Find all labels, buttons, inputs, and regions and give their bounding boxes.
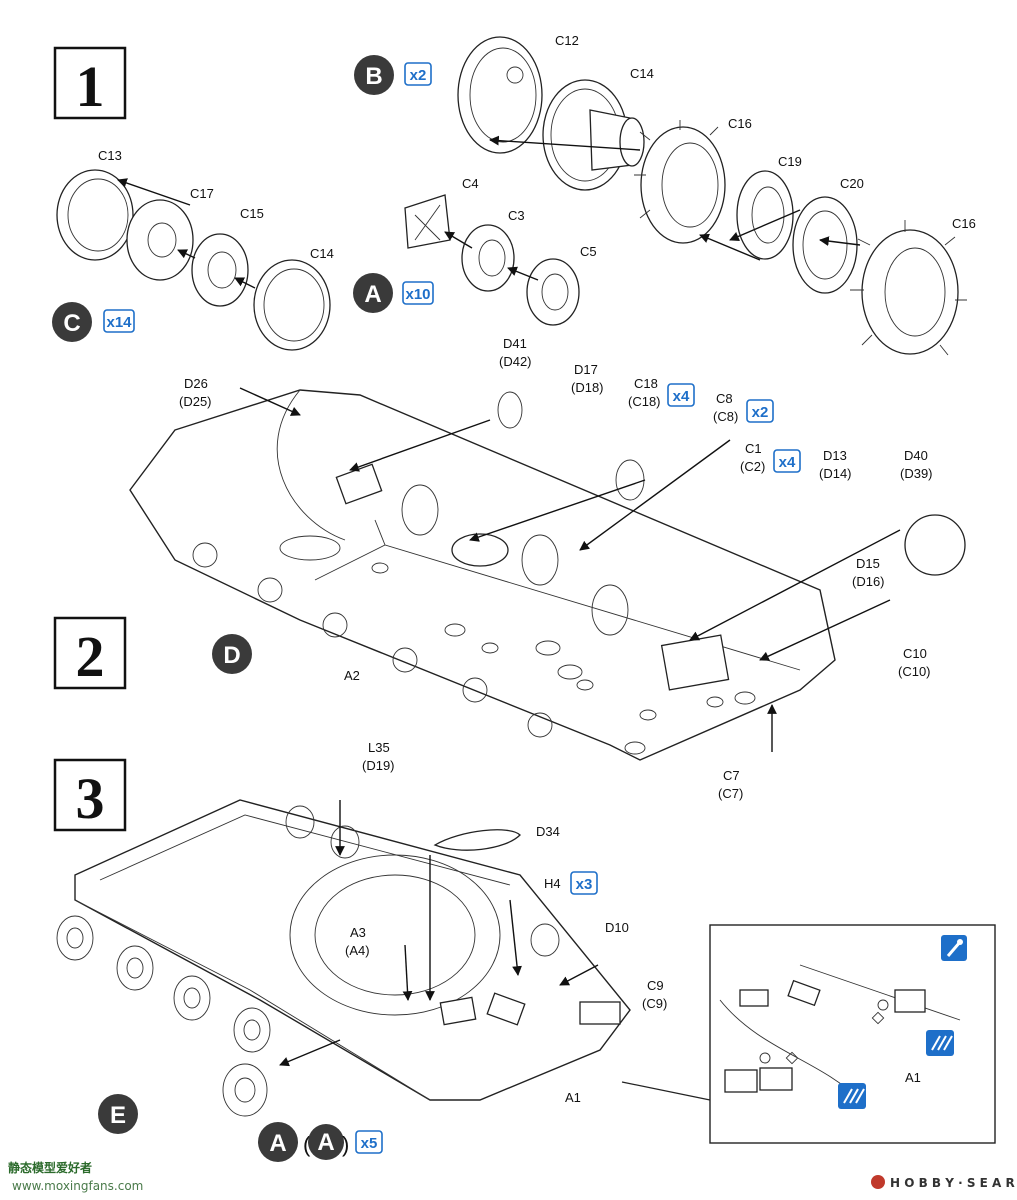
watermark-right: H O B B Y · S E A R C H [871,1175,1017,1190]
label-d17: D17 [574,362,598,377]
h4-multiplier: x3 [570,871,598,895]
svg-text:x3: x3 [576,876,593,893]
label-c7-paren: (C7) [718,786,743,801]
lower-hull-drawing [129,387,966,761]
svg-text:x14: x14 [106,314,132,331]
svg-text:x2: x2 [752,404,769,421]
label-c2: (C2) [740,459,765,474]
label-d26: D26 [184,376,208,391]
label-c18: C18 [634,376,658,391]
label-c4: C4 [462,176,479,191]
label-d19: (D19) [362,758,395,773]
label-c14-lower: C14 [310,246,334,261]
label-c12: C12 [555,33,579,48]
c18-multiplier: x4 [667,383,695,407]
label-d25: (D25) [179,394,212,409]
svg-text:B: B [365,63,382,90]
svg-text:A: A [317,1129,334,1156]
return-roller-c-drawing [56,169,331,351]
label-inset-a1: A1 [905,1070,921,1085]
label-c13: C13 [98,148,122,163]
svg-text:C: C [63,310,80,337]
road-wheel-a-drawing [404,194,580,326]
label-c16-upper: C16 [728,116,752,131]
svg-text:A: A [269,1130,286,1157]
label-l35: L35 [368,740,390,755]
step-1-box: 1 [53,46,127,120]
label-c10-paren: (C10) [898,664,931,679]
upper-hull-drawing [56,799,631,1117]
sub-assembly-d-badge: D [212,634,252,674]
step-1-number: 1 [76,54,105,119]
apply-glue-icon [941,935,967,961]
road-wheel-a-callout: A ( A ) x5 [258,1122,383,1162]
label-d39: (D39) [900,466,933,481]
label-a1: A1 [565,1090,581,1105]
svg-text:x2: x2 [410,67,427,84]
detail-inset: A1 [621,924,996,1144]
label-a2: A2 [344,668,360,683]
label-d34: D34 [536,824,560,839]
label-d16: (D16) [852,574,885,589]
label-c8-paren: (C8) [713,409,738,424]
label-c16-lower: C16 [952,216,976,231]
sub-assembly-e-badge: E [98,1094,138,1134]
label-c14-upper: C14 [630,66,654,81]
svg-text:): ) [342,1132,349,1157]
label-d41: D41 [503,336,527,351]
label-c15: C15 [240,206,264,221]
label-c18-paren: (C18) [628,394,661,409]
svg-text:(: ( [303,1132,311,1157]
label-c5: C5 [580,244,597,259]
label-d13: D13 [823,448,847,463]
svg-text:A: A [364,281,381,308]
svg-text:D: D [223,642,240,669]
svg-text:x4: x4 [673,388,690,405]
sub-assembly-c-badge: C x14 [52,302,135,342]
label-d14: (D14) [819,466,852,481]
label-c19: C19 [778,154,802,169]
sub-assembly-b-badge: B x2 [354,55,432,95]
paint-brush-icon [926,1030,954,1056]
label-a3: A3 [350,925,366,940]
label-c1: C1 [745,441,762,456]
watermark-left: 静态模型爱好者 www.moxingfans.com [8,1160,143,1193]
sprocket-assembly-drawing [457,36,967,356]
step-3-number: 3 [76,766,105,831]
label-c7: C7 [723,768,740,783]
c1-multiplier: x4 [773,449,801,473]
label-c9-paren: (C9) [642,996,667,1011]
svg-text:H O B B Y · S E A R C H: H O B B Y · S E A R C H [890,1176,1017,1190]
step-3-box: 3 [53,758,127,832]
label-d40: D40 [904,448,928,463]
label-c20: C20 [840,176,864,191]
svg-text:x10: x10 [405,286,430,303]
step-2-box: 2 [53,616,127,690]
label-a4: (A4) [345,943,370,958]
label-c17: C17 [190,186,214,201]
label-c8: C8 [716,391,733,406]
label-c10: C10 [903,646,927,661]
svg-text:x4: x4 [779,454,796,471]
svg-text:E: E [110,1102,126,1129]
svg-text:x5: x5 [361,1135,378,1152]
step-2-number: 2 [76,624,105,689]
c8-multiplier: x2 [746,399,774,423]
svg-text:www.moxingfans.com: www.moxingfans.com [12,1179,143,1193]
paint-brush-icon [838,1083,866,1109]
label-d15: D15 [856,556,880,571]
label-h4: H4 [544,876,561,891]
sub-assembly-a-badge: A x10 [353,273,434,313]
label-c9: C9 [647,978,664,993]
svg-text:静态模型爱好者: 静态模型爱好者 [8,1160,92,1175]
label-d18: (D18) [571,380,604,395]
label-d42: (D42) [499,354,532,369]
label-c3: C3 [508,208,525,223]
label-d10: D10 [605,920,629,935]
